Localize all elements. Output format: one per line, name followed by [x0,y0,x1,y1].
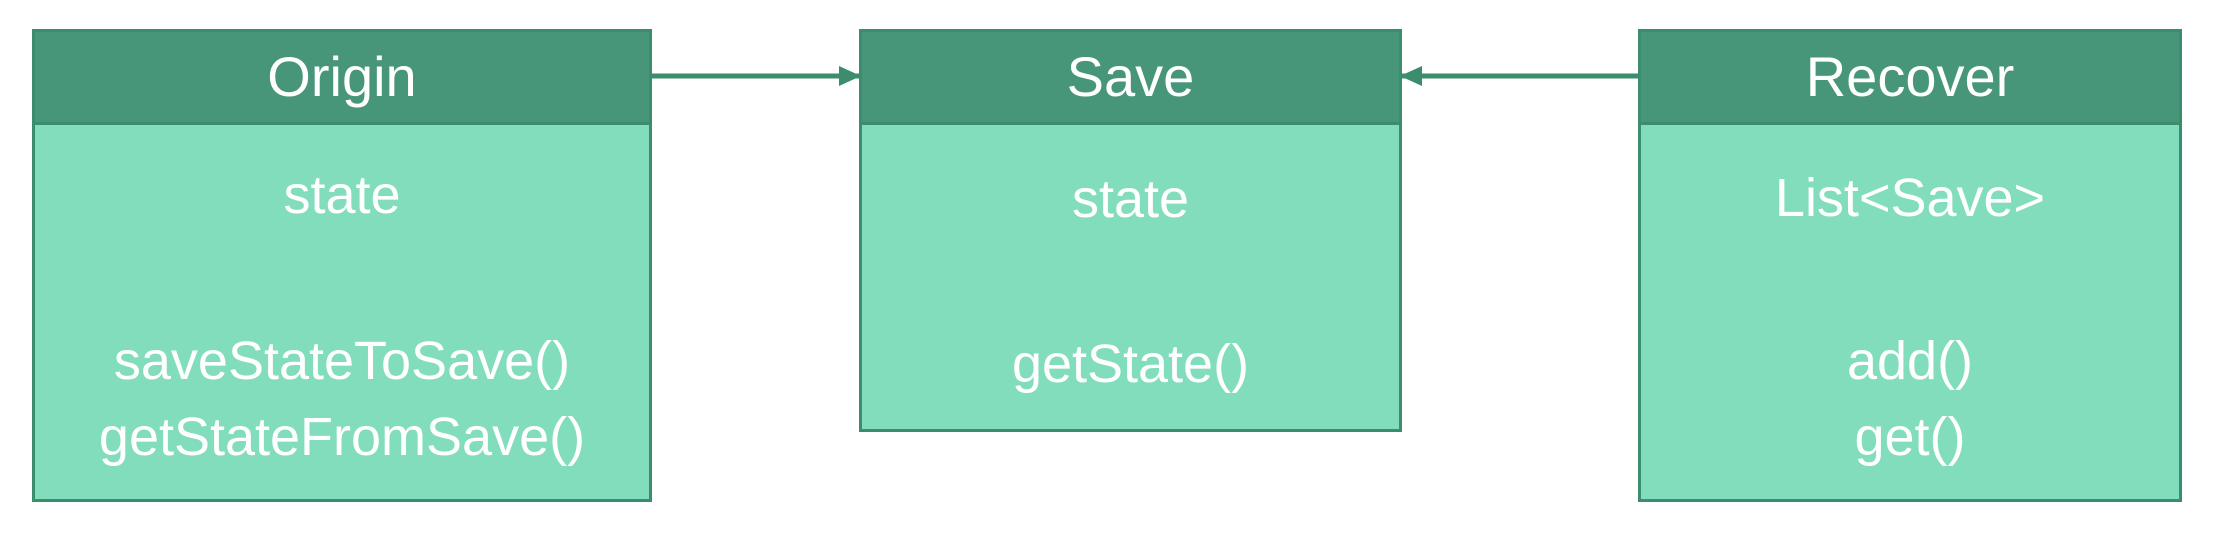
attribute-save-state: state [1071,169,1190,229]
class-box-origin: Origin state saveStateToSave() getStateF… [32,29,652,502]
method-get-state-from-save: getStateFromSave() [98,407,586,467]
method-get-state: getState() [1011,334,1250,394]
method-add: add() [1846,331,1974,391]
class-title-origin: Origin [35,32,649,125]
class-box-recover: Recover List<Save> add() get() [1638,29,2182,502]
attribute-origin-state: state [283,165,401,225]
class-box-save: Save state getState() [859,29,1402,432]
method-save-state-to-save: saveStateToSave() [113,331,571,391]
attribute-list-save: List<Save> [1774,168,2046,228]
class-title-save: Save [862,32,1399,125]
class-title-recover: Recover [1641,32,2179,125]
method-get: get() [1854,407,1966,467]
